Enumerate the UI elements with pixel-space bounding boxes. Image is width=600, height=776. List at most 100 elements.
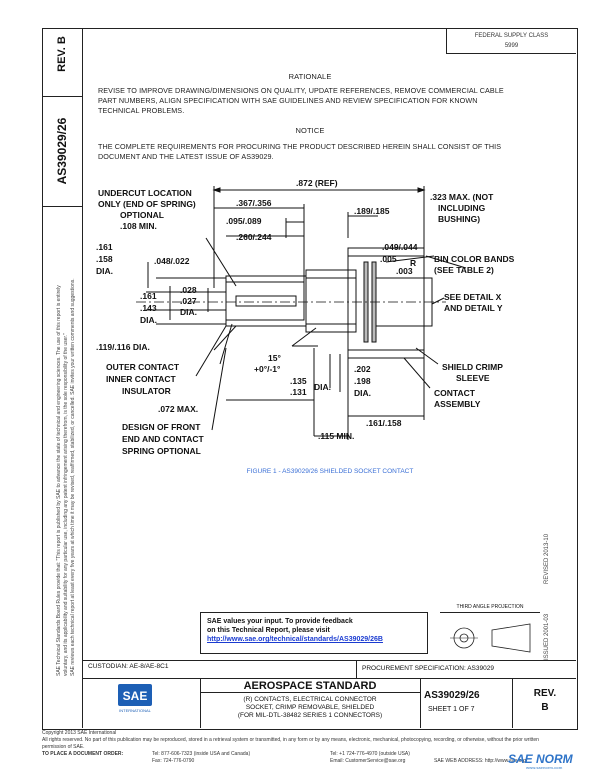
dim-005: .005 — [380, 254, 397, 264]
dim-189: .189/.185 — [354, 206, 390, 216]
outer-contact-label: OUTER CONTACT — [106, 362, 180, 372]
title-desc-3: (FOR MIL-DTL-38482 SERIES 1 CONNECTORS) — [237, 712, 383, 719]
dim-095: .095/.089 — [226, 216, 262, 226]
rev-cell: REV. B — [42, 28, 82, 97]
issued-date: ISSUED 2001-03 — [544, 613, 550, 660]
dim-overall: .872 (REF) — [296, 178, 338, 188]
divider — [200, 678, 201, 728]
rev-label: REV. B — [56, 36, 68, 72]
dim-r: R — [410, 258, 416, 268]
dim-323-2: INCLUDING — [438, 203, 486, 213]
title-rev-label: REV. — [533, 688, 557, 699]
third-angle-label: THIRD ANGLE PROJECTION — [440, 604, 540, 613]
contact-asm-1: CONTACT — [434, 388, 476, 398]
design-label-3: SPRING OPTIONAL — [122, 446, 201, 456]
dim-072: .072 MAX. — [158, 404, 198, 414]
divider — [420, 678, 421, 728]
footer-contact: TO PLACE A DOCUMENT ORDER: Tel: 877-606-… — [42, 751, 562, 765]
figure-caption: FIGURE 1 - AS39029/26 SHIELDED SOCKET CO… — [246, 468, 414, 475]
angle-1: 15° — [268, 353, 281, 363]
notice-body: THE COMPLETE REQUIREMENTS FOR PROCURING … — [98, 142, 502, 161]
divider — [200, 692, 420, 693]
contact-asm-2: ASSEMBLY — [434, 399, 481, 409]
bin-color-1: BIN COLOR BANDS — [434, 254, 515, 264]
dim-028-2: .027 — [180, 296, 197, 306]
footer-email: Email: CustomerService@sae.org — [330, 758, 406, 764]
rev-value: B — [56, 36, 68, 45]
sae-logo-text: SAE — [123, 689, 148, 703]
third-angle-projection: THIRD ANGLE PROJECTION — [440, 604, 540, 660]
inner-contact-label: INNER CONTACT — [106, 374, 177, 384]
federal-supply-box: FEDERAL SUPPLY CLASS 5999 — [446, 28, 576, 54]
dim-202-3: DIA. — [354, 388, 371, 398]
shield-label-1: SHIELD CRIMP — [442, 362, 503, 372]
title: AEROSPACE STANDARD — [243, 680, 377, 692]
dim-161b-1: .161 — [140, 291, 157, 301]
dim-028-1: .028 — [180, 285, 197, 295]
dim-028-3: DIA. — [180, 307, 197, 317]
federal-supply-label: FEDERAL SUPPLY CLASS — [474, 33, 549, 39]
dim-161b-3: DIA. — [140, 315, 157, 325]
side-note-3: SAE reviews each technical report at lea… — [70, 278, 76, 676]
dim-003: .003 — [396, 266, 413, 276]
dim-135-1: .135 — [290, 376, 307, 386]
undercut-label-4: .108 MIN. — [120, 221, 157, 231]
page-border — [42, 28, 578, 730]
dim-161a-2: .158 — [96, 254, 113, 264]
dim-049: .049/.044 — [382, 242, 418, 252]
feedback-line-1: SAE values your input. To provide feedba… — [207, 618, 353, 625]
dim-161a-3: DIA. — [96, 266, 113, 276]
title-rev-value: B — [541, 702, 549, 713]
rationale-body: REVISE TO IMPROVE DRAWING/DIMENSIONS ON … — [98, 86, 504, 115]
design-label-1: DESIGN OF FRONT — [122, 422, 201, 432]
dim-260: .260/.244 — [236, 232, 272, 242]
watermark: SAE NORM www.saenorm.com — [508, 752, 573, 770]
dim-135-2: .131 — [290, 387, 307, 397]
footer-fax: Fax: 724-776-0790 — [152, 758, 195, 764]
dim-202-1: .202 — [354, 364, 371, 374]
divider — [82, 660, 576, 661]
footer-rights: All rights reserved. No part of this pub… — [42, 737, 539, 750]
custodian: CUSTODIAN: AE-8/AE-8C1 — [88, 663, 169, 670]
divider — [82, 678, 576, 679]
rationale-heading: RATIONALE — [288, 72, 332, 81]
divider — [512, 678, 513, 728]
undercut-label-2: ONLY (END OF SPRING) — [98, 199, 196, 209]
footer-copyright: Copyright 2013 SAE International — [42, 730, 117, 736]
title-description: (R) CONTACTS, ELECTRICAL CONNECTOR SOCKE… — [200, 696, 420, 720]
sae-logo: SAE INTERNATIONAL — [118, 684, 152, 714]
docnum-cell: AS39029/26 — [42, 96, 82, 207]
design-label-2: END AND CONTACT — [122, 434, 204, 444]
revised-date: REVISED 2013-10 — [544, 533, 550, 584]
angle-2: +0°/-1° — [254, 364, 281, 374]
feedback-link[interactable]: http://www.sae.org/technical/standards/A… — [207, 636, 383, 643]
projection-symbol-icon — [450, 623, 531, 653]
left-column: REV. B AS39029/26 — [42, 28, 83, 728]
dim-161a-1: .161 — [96, 242, 113, 252]
undercut-label-3: OPTIONAL — [120, 210, 164, 220]
dim-115: .115 MIN. — [318, 431, 354, 441]
feedback-box: SAE values your input. To provide feedba… — [200, 612, 428, 654]
dim-202-2: .198 — [354, 376, 371, 386]
watermark-subtext: www.saenorm.com — [526, 765, 563, 770]
footer-order-label: TO PLACE A DOCUMENT ORDER: — [42, 751, 124, 757]
contact-drawing: UNDERCUT LOCATION ONLY (END OF SPRING) O… — [96, 178, 515, 456]
undercut-label-1: UNDERCUT LOCATION — [98, 188, 192, 198]
footer: Copyright 2013 SAE International All rig… — [42, 730, 562, 765]
procurement: PROCUREMENT SPECIFICATION: AS39029 — [362, 665, 494, 672]
sae-logo-subtext: INTERNATIONAL — [119, 708, 151, 713]
watermark-text: SAE NORM — [508, 752, 573, 766]
see-detail-2: AND DETAIL Y — [444, 303, 503, 313]
insulator-label: INSULATOR — [122, 386, 171, 396]
dim-135-3: DIA. — [314, 382, 331, 392]
feedback-line-2: on this Technical Report, please visit — [207, 627, 330, 634]
footer-tel2: Tel: +1 724-776-4970 (outside USA) — [330, 751, 410, 757]
see-detail-1: SEE DETAIL X — [444, 292, 502, 302]
title-desc-1: (R) CONTACTS, ELECTRICAL CONNECTOR — [243, 696, 377, 703]
dim-119: .119/.116 DIA. — [96, 342, 150, 352]
bin-color-2: (SEE TABLE 2) — [434, 265, 494, 275]
sae-logo-icon: SAE INTERNATIONAL — [118, 684, 152, 713]
title-desc-2: SOCKET, CRIMP REMOVABLE, SHIELDED — [245, 704, 375, 711]
footer-web[interactable]: SAE WEB ADDRESS: http://www.sae.org — [434, 758, 526, 764]
dim-048: .048/.022 — [154, 256, 190, 266]
